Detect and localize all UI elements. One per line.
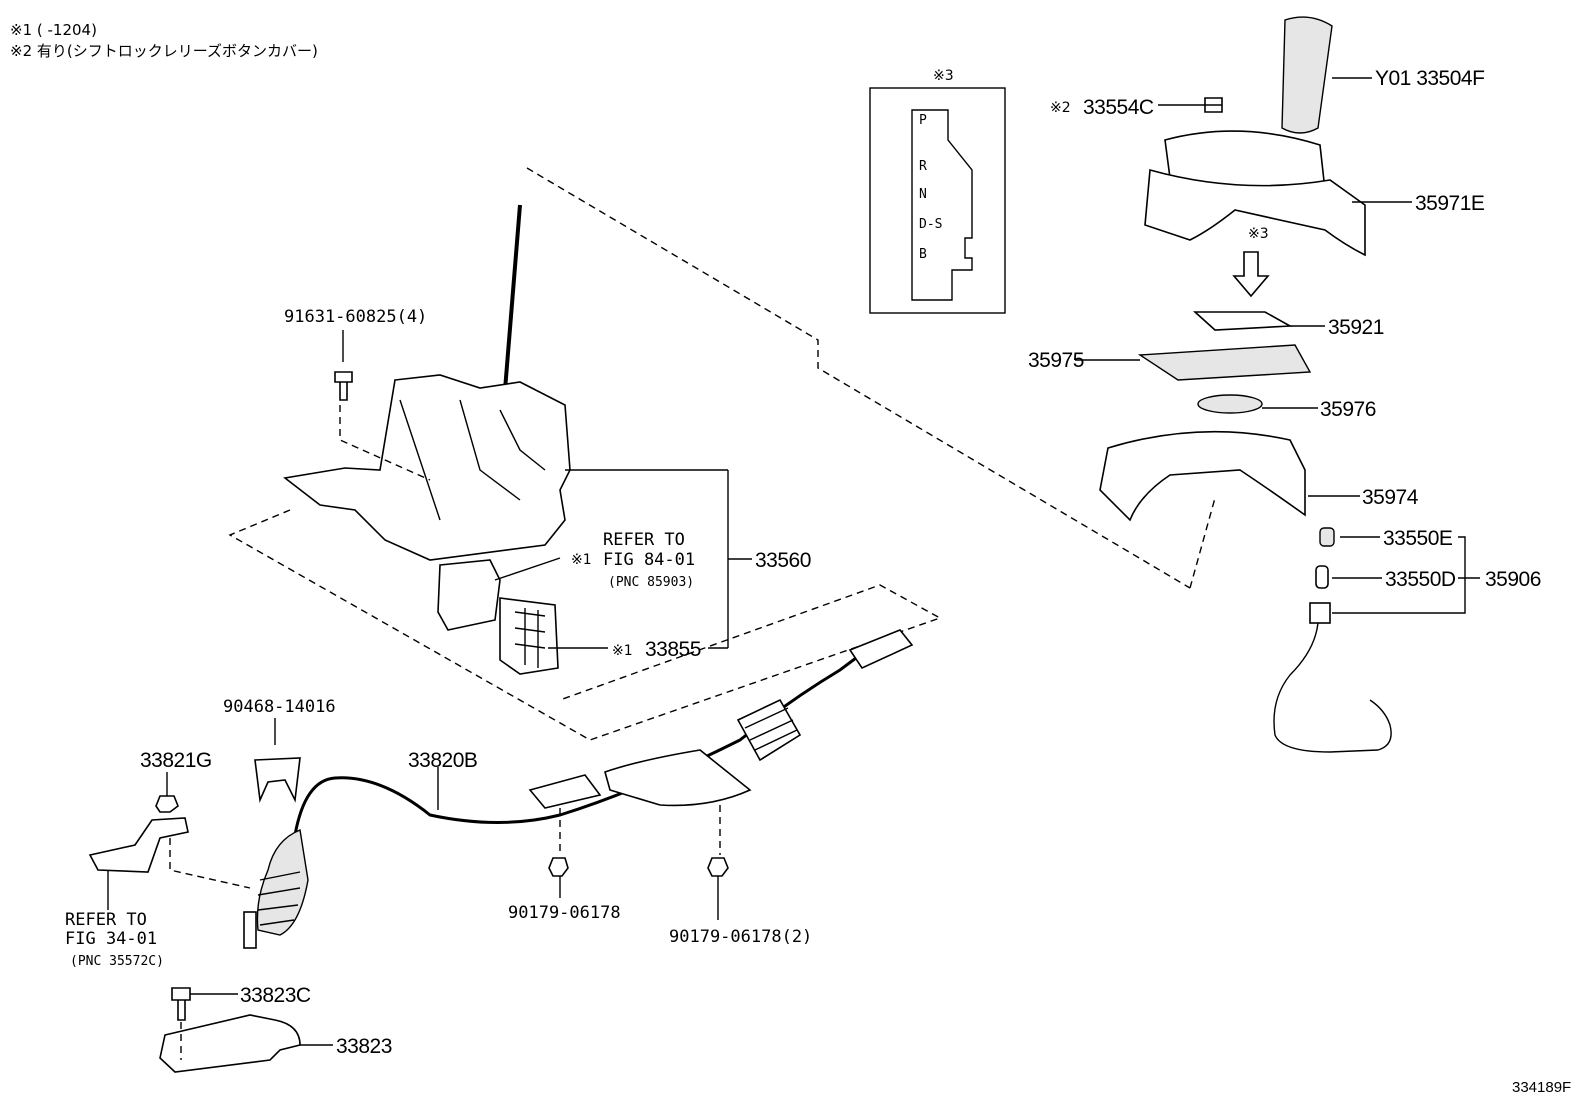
- gate-pos-b: B: [919, 247, 927, 262]
- label-35975: 35975: [1028, 349, 1084, 372]
- assembly-arrow-icon: [1232, 251, 1270, 298]
- label-35976: 35976: [1320, 398, 1376, 421]
- indicator-bulb-assembly: [1273, 527, 1480, 753]
- cable-end-stud: [243, 911, 257, 949]
- bolt-91631: [334, 371, 353, 401]
- leader-ref84: [494, 557, 561, 581]
- cable-boot: [256, 829, 309, 936]
- marker-33554C: ※2: [1050, 100, 1071, 116]
- adjuster-ribs: [744, 707, 798, 751]
- dashed-bracket-link: [169, 838, 251, 889]
- ref84-marker: ※1: [571, 552, 592, 568]
- module-85903: [437, 559, 501, 631]
- shift-knob-assembly: [1144, 16, 1412, 257]
- figure-number: 334189F: [1512, 1079, 1571, 1096]
- label-91631: 91631-60825(4): [284, 307, 427, 327]
- gate-plate: [911, 109, 973, 301]
- cable-bracket: [604, 749, 752, 807]
- header-notes: ※1 ( -1204) ※2 有り(シフトロックレリーズボタンカバー): [10, 20, 318, 62]
- bracket-33823: [159, 1014, 301, 1073]
- label-33855: 33855: [645, 638, 701, 661]
- connector-33855: [499, 597, 559, 675]
- gate-pos-p: P: [919, 113, 927, 128]
- dashed-link-35974: [1189, 497, 1216, 589]
- dashed-group-boundary-upper: [526, 167, 1191, 589]
- note-1: ※1 ( -1204): [10, 21, 97, 39]
- gate-pos-r: R: [919, 159, 927, 174]
- label-33823C: 33823C: [240, 984, 311, 1007]
- label-35974: 35974: [1362, 486, 1419, 509]
- label-33823: 33823: [336, 1035, 392, 1058]
- label-35906: 35906: [1485, 568, 1541, 591]
- nut-33821G: [155, 795, 179, 813]
- bulb-socket: [1309, 602, 1331, 624]
- shift-lever-assembly: [283, 204, 752, 675]
- ref84-line3: (PNC 85903): [608, 575, 694, 590]
- connector-grid: [514, 608, 546, 668]
- bulb-33550D: [1315, 565, 1329, 589]
- bulb-wire-harness: [1273, 622, 1392, 753]
- label-35971E: 35971E: [1415, 192, 1485, 215]
- housing-35974: [1099, 430, 1306, 522]
- note-2: ※2 有り(シフトロックレリーズボタンカバー): [10, 42, 318, 60]
- boot-ribs: [257, 871, 301, 926]
- shift-lever-housing: [283, 374, 571, 561]
- gate-marker: ※3: [933, 68, 954, 84]
- bolt-33823C: [171, 987, 191, 1021]
- nut-90179-b: [707, 857, 729, 877]
- plate-35921: [1192, 311, 1293, 331]
- label-33560: 33560: [755, 549, 811, 572]
- label-35921: 35921: [1328, 316, 1384, 339]
- ref84-line2: FIG 84-01: [603, 550, 695, 570]
- shift-gate-inset: ※3 P R N D-S B: [869, 68, 1006, 314]
- label-33820B: 33820B: [408, 749, 477, 772]
- shift-knob: [1281, 16, 1333, 134]
- plate-35975: [1137, 344, 1312, 381]
- housing-detail: [399, 399, 546, 521]
- shift-lever-rod: [503, 204, 522, 391]
- gate-pos-ds: D-S: [919, 217, 942, 232]
- label-33504F: Y01 33504F: [1375, 67, 1484, 90]
- ref84-line1: REFER TO: [603, 530, 685, 550]
- position-indicator-housing: [1144, 168, 1366, 257]
- label-33821G: 33821G: [140, 749, 212, 772]
- label-90468: 90468-14016: [223, 697, 336, 717]
- bulb-33550E: [1319, 527, 1335, 547]
- label-90179a: 90179-06178: [508, 903, 621, 923]
- label-90179b: 90179-06178(2): [669, 927, 812, 947]
- bracket-35906: [1332, 536, 1466, 614]
- cable-end-fitting: [848, 629, 914, 670]
- nut-90179-a: [548, 857, 569, 877]
- part-35976: [1197, 394, 1263, 414]
- gate-pos-n: N: [919, 187, 927, 202]
- ref34-line1: REFER TO: [65, 910, 147, 930]
- ref34-line3: (PNC 35572C): [70, 954, 164, 969]
- clip-90468: [254, 757, 301, 803]
- arrow-marker: ※3: [1248, 226, 1269, 242]
- gate-frame: [869, 87, 1006, 314]
- cable-clamp: [528, 774, 602, 809]
- marker-33855: ※1: [612, 643, 633, 659]
- ref34-line2: FIG 34-01: [65, 929, 157, 949]
- bracket-35572C: [88, 817, 189, 873]
- label-33550D: 33550D: [1385, 568, 1456, 591]
- label-33550E: 33550E: [1383, 527, 1453, 550]
- dashed-bolt-91631: [339, 405, 431, 481]
- shift-cable-assembly: [88, 629, 914, 1073]
- label-33554C: 33554C: [1083, 96, 1154, 119]
- dashed-group-boundary-lower: [228, 509, 942, 741]
- cable-adjuster: [736, 698, 802, 762]
